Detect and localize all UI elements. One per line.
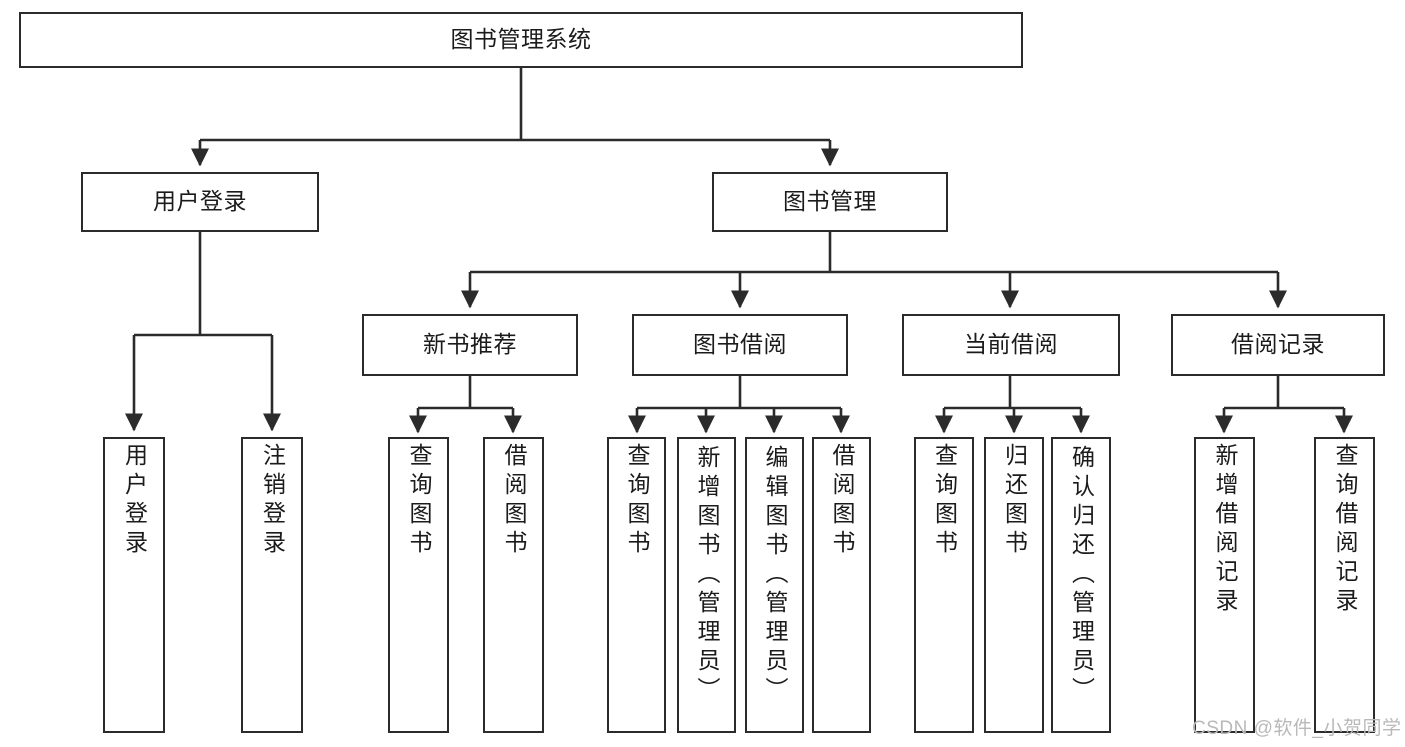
leaf-book-borrow-edit-label: 编辑图书（管理员） — [762, 445, 788, 706]
leaf-user-login-logout[interactable]: 注销登录 — [241, 437, 303, 733]
leaf-current-borrow-query[interactable]: 查询图书 — [914, 437, 974, 733]
leaf-book-borrow-query[interactable]: 查询图书 — [607, 437, 666, 733]
leaf-current-borrow-confirm[interactable]: 确认归还（管理员） — [1051, 437, 1111, 733]
node-current-borrow[interactable]: 当前借阅 — [902, 314, 1120, 376]
node-book-management[interactable]: 图书管理 — [712, 172, 948, 232]
leaf-user-login-login[interactable]: 用户登录 — [103, 437, 165, 733]
leaf-borrow-record-add-label: 新增借阅记录 — [1212, 443, 1238, 617]
leaf-book-borrow-query-label: 查询图书 — [624, 443, 650, 559]
node-user-login-label: 用户登录 — [153, 188, 247, 215]
leaf-book-borrow-borrow[interactable]: 借阅图书 — [812, 437, 871, 733]
leaf-book-borrow-borrow-label: 借阅图书 — [829, 443, 855, 559]
watermark: CSDN @软件_小贺同学 — [1192, 718, 1402, 739]
node-user-login[interactable]: 用户登录 — [81, 172, 319, 232]
leaf-borrow-record-query-label: 查询借阅记录 — [1332, 443, 1358, 617]
leaf-book-borrow-add-label: 新增图书（管理员） — [694, 445, 720, 706]
leaf-borrow-record-add[interactable]: 新增借阅记录 — [1194, 437, 1255, 733]
leaf-borrow-record-query[interactable]: 查询借阅记录 — [1314, 437, 1375, 733]
node-book-borrow-label: 图书借阅 — [693, 331, 787, 358]
node-borrow-record-label: 借阅记录 — [1231, 331, 1325, 358]
leaf-new-book-query-label: 查询图书 — [406, 443, 432, 559]
leaf-new-book-borrow-label: 借阅图书 — [501, 443, 527, 559]
node-new-book-recommend[interactable]: 新书推荐 — [362, 314, 578, 376]
node-current-borrow-label: 当前借阅 — [964, 331, 1058, 358]
node-book-management-label: 图书管理 — [783, 188, 877, 215]
leaf-new-book-query[interactable]: 查询图书 — [388, 437, 449, 733]
node-book-borrow[interactable]: 图书借阅 — [632, 314, 848, 376]
leaf-user-login-login-label: 用户登录 — [121, 443, 148, 559]
leaf-user-login-logout-label: 注销登录 — [259, 443, 286, 559]
leaf-current-borrow-query-label: 查询图书 — [931, 443, 958, 559]
leaf-current-borrow-return-label: 归还图书 — [1001, 443, 1028, 559]
leaf-book-borrow-edit[interactable]: 编辑图书（管理员） — [745, 437, 804, 733]
leaf-new-book-borrow[interactable]: 借阅图书 — [483, 437, 544, 733]
node-root[interactable]: 图书管理系统 — [19, 12, 1023, 68]
leaf-book-borrow-add[interactable]: 新增图书（管理员） — [677, 437, 736, 733]
leaf-current-borrow-confirm-label: 确认归还（管理员） — [1068, 445, 1095, 706]
leaf-current-borrow-return[interactable]: 归还图书 — [984, 437, 1044, 733]
node-new-book-recommend-label: 新书推荐 — [423, 331, 517, 358]
node-borrow-record[interactable]: 借阅记录 — [1171, 314, 1385, 376]
node-root-label: 图书管理系统 — [450, 26, 592, 53]
